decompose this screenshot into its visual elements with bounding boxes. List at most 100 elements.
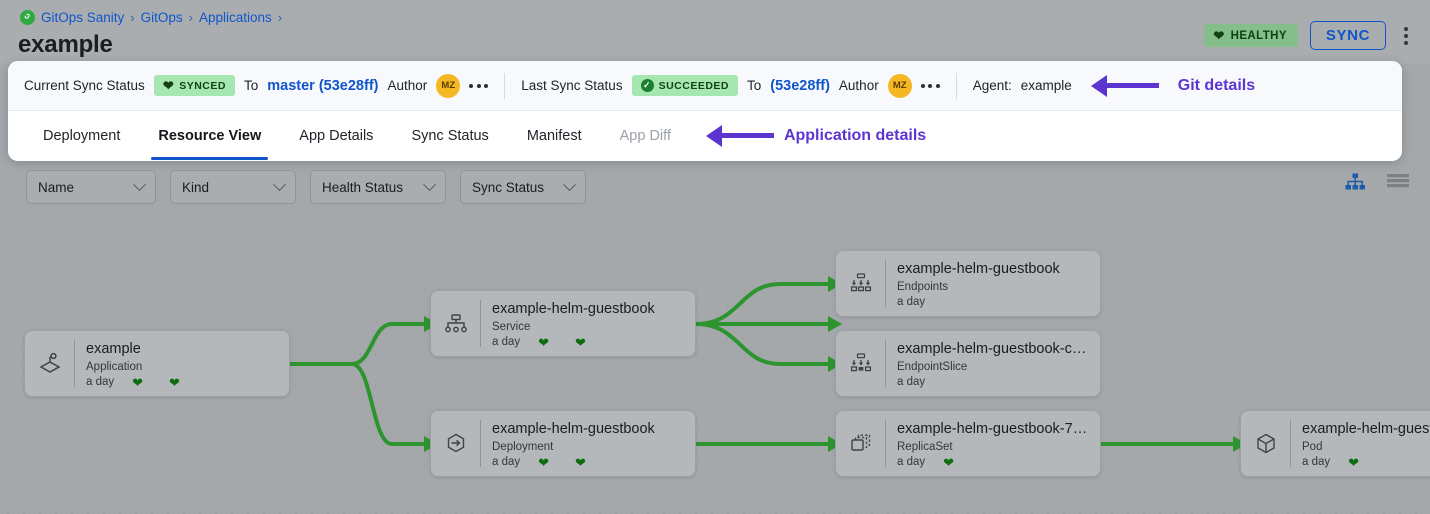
heart-icon: ❤ bbox=[162, 78, 175, 93]
page-header-band: GitOps Sanity › GitOps › Applications › … bbox=[0, 0, 1430, 64]
avatar[interactable]: MZ bbox=[887, 73, 912, 98]
status-badge-health[interactable]: ❤ HEALTHY bbox=[1204, 24, 1298, 47]
sync-heart-icon: ❤ bbox=[169, 374, 180, 390]
graph-node-deployment[interactable]: example-helm-guestbook Deployment a day … bbox=[430, 410, 696, 477]
node-title: example bbox=[86, 341, 141, 357]
filter-sync-status-label: Sync Status bbox=[472, 179, 545, 195]
filter-sync-status-select[interactable]: Sync Status bbox=[460, 170, 586, 204]
graph-node-service[interactable]: example-helm-guestbook Service a day ❤ ❤ bbox=[430, 290, 696, 357]
node-title: example-helm-guestbook bbox=[492, 421, 655, 437]
node-title: example-helm-guestbook bbox=[492, 301, 655, 317]
tab-manifest[interactable]: Manifest bbox=[526, 127, 582, 144]
node-kind: Service bbox=[492, 320, 531, 333]
last-sync-status-label: Last Sync Status bbox=[521, 78, 623, 93]
application-details-annotation: Application details bbox=[783, 126, 927, 144]
node-title: example-helm-guestbook-74… bbox=[897, 421, 1090, 437]
page-title: example bbox=[18, 31, 113, 58]
agent-group: Agent: example Git details bbox=[972, 74, 1256, 97]
application-summary-card: Current Sync Status ❤ SYNCED To master (… bbox=[8, 61, 1402, 161]
current-to-label: To bbox=[243, 78, 259, 93]
ellipsis-icon[interactable] bbox=[920, 83, 940, 88]
divider bbox=[885, 340, 886, 387]
kebab-menu-icon[interactable] bbox=[1398, 25, 1414, 47]
filter-bar: Name Kind Health Status Sync Status bbox=[0, 170, 1430, 218]
last-to-label: To bbox=[747, 78, 762, 93]
breadcrumb-item-1[interactable]: GitOps bbox=[140, 10, 183, 25]
gitops-logo-icon bbox=[20, 10, 35, 25]
node-age: a day bbox=[492, 336, 521, 349]
node-age: a day bbox=[1302, 456, 1331, 469]
agent-value: example bbox=[1020, 78, 1072, 93]
tab-app-diff[interactable]: App Diff bbox=[619, 127, 671, 144]
divider bbox=[955, 72, 957, 99]
tab-resource-view[interactable]: Resource View bbox=[139, 111, 280, 160]
node-title: example-helm-guest bbox=[1302, 421, 1430, 437]
node-kind: Deployment bbox=[492, 440, 554, 453]
breadcrumb: GitOps Sanity › GitOps › Applications › bbox=[20, 10, 282, 25]
divider bbox=[504, 72, 506, 99]
argo-application-icon bbox=[25, 331, 74, 396]
current-revision-link[interactable]: master (53e28ff) bbox=[267, 77, 379, 94]
heart-icon: ❤ bbox=[1213, 28, 1225, 43]
left-arrow-annotation bbox=[705, 124, 774, 147]
breadcrumb-item-0[interactable]: GitOps Sanity bbox=[41, 10, 125, 25]
last-sync-status-group: Last Sync Status ✓ SUCCEEDED To (53e28ff… bbox=[521, 73, 940, 98]
breadcrumb-item-2[interactable]: Applications bbox=[198, 10, 272, 25]
node-age: a day bbox=[897, 456, 926, 469]
node-age: a day bbox=[897, 295, 926, 308]
graph-node-endpointslice[interactable]: example-helm-guestbook-ct… EndpointSlice… bbox=[835, 330, 1101, 397]
tab-bar: Deployment Resource View App Details Syn… bbox=[8, 111, 1402, 160]
chevron-down-icon bbox=[423, 177, 436, 191]
last-sync-status-value: SUCCEEDED bbox=[658, 79, 730, 92]
view-toggle-group bbox=[1344, 172, 1409, 194]
avatar[interactable]: MZ bbox=[436, 73, 461, 98]
tree-view-icon[interactable] bbox=[1344, 172, 1366, 194]
ellipsis-icon[interactable] bbox=[469, 83, 489, 88]
graph-node-pod[interactable]: example-helm-guest Pod a day ❤ bbox=[1240, 410, 1430, 477]
graph-node-application[interactable]: example Application a day ❤ ❤ bbox=[24, 330, 290, 397]
breadcrumb-separator: › bbox=[188, 10, 193, 25]
filter-name-select[interactable]: Name bbox=[26, 170, 156, 204]
sync-heart-icon: ❤ bbox=[575, 454, 586, 470]
health-heart-icon: ❤ bbox=[943, 454, 955, 470]
node-kind: Endpoints bbox=[897, 280, 949, 293]
filter-health-status-select[interactable]: Health Status bbox=[310, 170, 446, 204]
tab-sync-status[interactable]: Sync Status bbox=[411, 127, 489, 144]
current-sync-status-label: Current Sync Status bbox=[24, 78, 145, 93]
status-badge-label: HEALTHY bbox=[1230, 29, 1287, 42]
last-revision-link[interactable]: (53e28ff) bbox=[770, 77, 830, 94]
endpoints-icon bbox=[836, 251, 885, 316]
tab-app-details[interactable]: App Details bbox=[299, 127, 374, 144]
pod-icon bbox=[1241, 411, 1290, 476]
node-age: a day bbox=[897, 375, 926, 388]
resource-graph-canvas[interactable]: example Application a day ❤ ❤ example-he… bbox=[0, 218, 1430, 514]
node-title: example-helm-guestbook-ct… bbox=[897, 341, 1090, 357]
divider bbox=[885, 260, 886, 307]
current-sync-status-group: Current Sync Status ❤ SYNCED To master (… bbox=[24, 73, 489, 98]
divider bbox=[885, 420, 886, 467]
node-kind: Application bbox=[86, 360, 143, 373]
node-kind: Pod bbox=[1302, 440, 1323, 453]
current-author-label: Author bbox=[387, 78, 428, 93]
current-sync-status-badge[interactable]: ❤ SYNCED bbox=[153, 75, 235, 96]
chevron-down-icon bbox=[273, 177, 286, 191]
node-kind: ReplicaSet bbox=[897, 440, 953, 453]
filter-kind-select[interactable]: Kind bbox=[170, 170, 296, 204]
list-view-icon[interactable] bbox=[1386, 172, 1409, 194]
agent-label: Agent: bbox=[972, 78, 1012, 93]
health-heart-icon: ❤ bbox=[538, 334, 550, 350]
divider bbox=[74, 340, 75, 387]
git-details-annotation: Git details bbox=[1177, 76, 1256, 94]
node-title: example-helm-guestbook bbox=[897, 261, 1060, 277]
check-circle-icon: ✓ bbox=[640, 79, 654, 92]
node-kind: EndpointSlice bbox=[897, 360, 968, 373]
tabs-annotation-group: Application details bbox=[690, 111, 926, 160]
sync-button[interactable]: SYNC bbox=[1309, 21, 1386, 50]
graph-node-endpoints[interactable]: example-helm-guestbook Endpoints a day bbox=[835, 250, 1101, 317]
endpointslice-icon bbox=[836, 331, 885, 396]
service-icon bbox=[431, 291, 480, 356]
tab-deployment[interactable]: Deployment bbox=[43, 127, 121, 144]
last-sync-status-badge[interactable]: ✓ SUCCEEDED bbox=[631, 75, 739, 96]
sync-heart-icon: ❤ bbox=[575, 334, 586, 350]
graph-node-replicaset[interactable]: example-helm-guestbook-74… ReplicaSet a … bbox=[835, 410, 1101, 477]
